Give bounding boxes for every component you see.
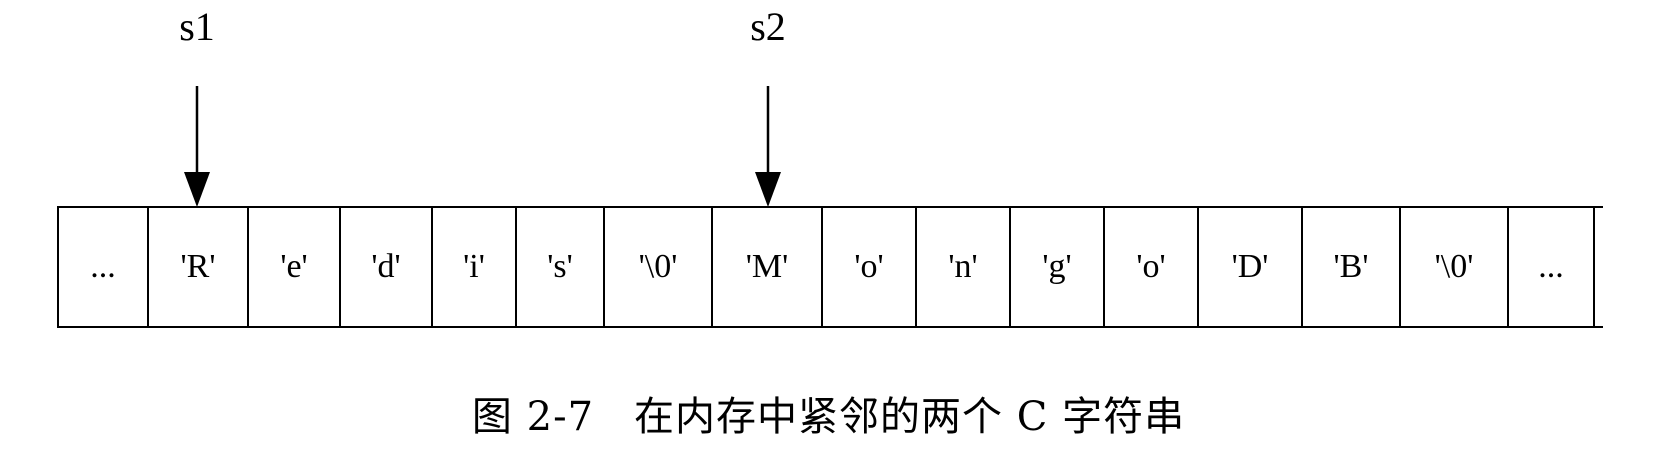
figure-caption: 图 2-7 在内存中紧邻的两个 C 字符串 xyxy=(0,392,1657,442)
memory-cell: 'o' xyxy=(823,208,917,326)
arrow-s1 xyxy=(184,86,210,207)
arrow-s2 xyxy=(755,86,781,207)
memory-cell: 'R' xyxy=(149,208,249,326)
arrow-s2-head xyxy=(755,172,781,207)
memory-cell: 'M' xyxy=(713,208,823,326)
arrow-s1-head xyxy=(184,172,210,207)
memory-cell: '\0' xyxy=(605,208,713,326)
pointer-label-s1: s1 xyxy=(179,4,215,49)
pointer-label-s2: s2 xyxy=(750,4,786,49)
memory-cell: 'o' xyxy=(1105,208,1199,326)
memory-cell: ... xyxy=(59,208,149,326)
memory-cell: 'i' xyxy=(433,208,517,326)
caption-text: 在内存中紧邻的两个 C 字符串 xyxy=(634,394,1186,440)
memory-cell: 'e' xyxy=(249,208,341,326)
memory-row: ... 'R' 'e' 'd' 'i' 's' '\0' 'M' 'o' 'n'… xyxy=(57,206,1603,328)
memory-cell: '\0' xyxy=(1401,208,1509,326)
memory-cell: 's' xyxy=(517,208,605,326)
memory-cell: 'g' xyxy=(1011,208,1105,326)
memory-cell: ... xyxy=(1509,208,1595,326)
memory-cell: 'B' xyxy=(1303,208,1401,326)
memory-cell: 'n' xyxy=(917,208,1011,326)
memory-cell: 'd' xyxy=(341,208,433,326)
memory-cell: 'D' xyxy=(1199,208,1303,326)
figure-number: 图 2-7 xyxy=(471,394,595,440)
